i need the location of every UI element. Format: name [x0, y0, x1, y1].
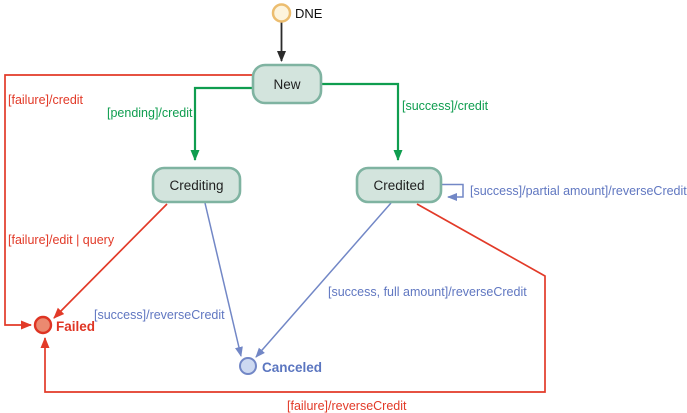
state-new-label: New: [273, 77, 300, 92]
edge-new-to-failed: [4, 74, 253, 330]
edge-label-failure-edit-query: [failure]/edit | query: [8, 233, 115, 247]
edge-credited-to-failed: [40, 203, 546, 393]
edge-credited-self-loop: [441, 183, 464, 201]
edge-credited-to-canceled: [255, 202, 392, 358]
edge-label-pending-credit: [pending]/credit: [107, 106, 193, 120]
edge-crediting-to-canceled: [204, 202, 243, 357]
state-crediting-label: Crediting: [169, 178, 223, 193]
state-credited: [355, 166, 443, 204]
edge-label-failure-reversecredit: [failure]/reverseCredit: [287, 399, 407, 413]
terminal-node-failed-label: Failed: [56, 319, 95, 334]
edge-label-success-reversecredit: [success]/reverseCredit: [94, 308, 225, 322]
state-new: [251, 63, 323, 105]
edge-label-success-full-reversecredit: [success, full amount]/reverseCredit: [328, 285, 527, 299]
initial-node-dne: [271, 3, 292, 23]
state-credited-label: Credited: [373, 178, 424, 193]
edge-crediting-to-failed: [53, 203, 168, 319]
terminal-node-canceled: [239, 357, 257, 375]
edge-label-success-credit: [success]/credit: [402, 99, 489, 113]
edge-new-to-crediting: [190, 86, 253, 161]
terminal-node-failed: [33, 315, 53, 335]
terminal-node-canceled-label: Canceled: [262, 360, 322, 375]
edge-label-failure-credit: [failure]/credit: [8, 93, 84, 107]
edge-label-success-partial-reversecredit: [success]/partial amount]/reverseCredit: [470, 184, 687, 198]
edge-new-to-credited: [322, 82, 403, 161]
initial-node-dne-label: DNE: [295, 6, 323, 21]
state-crediting: [151, 166, 242, 204]
